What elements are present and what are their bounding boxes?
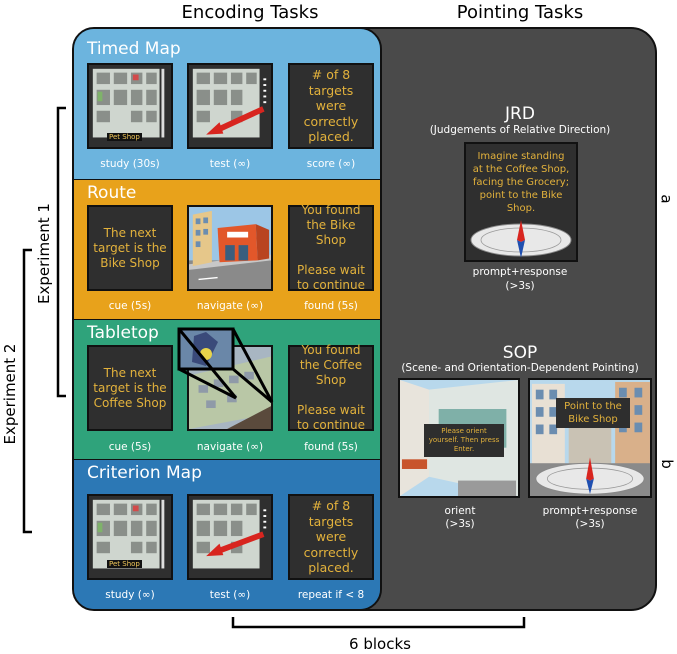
score-message: # of 8 targets were correctly placed. — [303, 66, 359, 145]
label-a: a — [657, 194, 676, 204]
score-message: # of 8 targets were correctly placed. — [303, 497, 359, 576]
criterion-map-test-tile — [187, 494, 273, 580]
label-b: b — [657, 459, 676, 469]
tabletop-found-caption: found (5s) — [304, 441, 358, 453]
criterion-map-study-caption: study (∞) — [105, 589, 155, 601]
jrd-caption-line2: (>3s) — [505, 280, 535, 292]
jrd-prompt: Imagine standing at the Coffee Shop, fac… — [472, 151, 570, 214]
map-target-label: Pet Shop — [107, 133, 142, 141]
tabletop-title: Tabletop — [87, 323, 159, 343]
timed-map-test-caption: test (∞) — [209, 158, 251, 170]
cue-message: The next target is the Bike Shop — [93, 225, 167, 270]
criterion-map-title: Criterion Map — [87, 463, 202, 483]
sop-point-caption-line1: prompt+response — [542, 505, 638, 517]
tabletop-zoom-inset — [177, 327, 274, 404]
sop-subtitle: (Scene- and Orientation-Dependent Pointi… — [401, 362, 639, 374]
experiment-brackets — [22, 106, 66, 534]
orient-message: Please orient yourself. Then press Enter… — [424, 424, 504, 458]
map-target-label: Pet Shop — [107, 560, 142, 568]
tabletop-cue-caption: cue (5s) — [108, 441, 152, 453]
point-message: Point to the Bike Shop — [556, 398, 630, 428]
route-found-caption: found (5s) — [304, 300, 358, 312]
tabletop-cue-tile: The next target is the Coffee Shop — [87, 345, 173, 431]
map-image — [92, 499, 165, 569]
jrd-title: JRD — [505, 104, 535, 124]
map-image — [192, 68, 267, 138]
experiment-2-label: Experiment 2 — [1, 343, 19, 445]
blocks-label: 6 blocks — [349, 635, 411, 653]
sop-point-tile: Point to the Bike Shop — [528, 378, 652, 498]
route-cue-caption: cue (5s) — [108, 300, 152, 312]
encoding-tasks-header: Encoding Tasks — [181, 2, 319, 23]
timed-map-test-tile — [187, 63, 273, 149]
route-found-tile: You found the Bike Shop Please wait to c… — [288, 203, 374, 292]
criterion-map-test-caption: test (∞) — [209, 589, 251, 601]
timed-map-score-caption: score (∞) — [306, 158, 356, 170]
tabletop-found-tile: You found the Coffee Shop Please wait to… — [288, 343, 374, 432]
jrd-caption-line1: prompt+response — [472, 266, 568, 278]
route-navigate-tile — [187, 205, 273, 291]
tabletop-navigate-caption: navigate (∞) — [196, 441, 264, 453]
route-navigate-caption: navigate (∞) — [196, 300, 264, 312]
pointing-panel — [350, 27, 657, 611]
sop-orient-caption-line1: orient — [444, 505, 476, 517]
timed-map-study-tile: Pet Shop — [87, 63, 173, 149]
timed-map-score-tile: # of 8 targets were correctly placed. — [288, 63, 374, 149]
sop-point-caption-line2: (>3s) — [575, 518, 605, 530]
map-image — [192, 499, 267, 569]
experiment-1-label: Experiment 1 — [35, 203, 53, 304]
jrd-subtitle: (Judgements of Relative Direction) — [429, 124, 611, 136]
found-message: You found the Bike Shop Please wait to c… — [296, 203, 366, 292]
sop-orient-caption-line2: (>3s) — [445, 518, 475, 530]
timed-map-title: Timed Map — [87, 39, 181, 59]
found-message: You found the Coffee Shop Please wait to… — [296, 343, 366, 432]
pointing-tasks-header: Pointing Tasks — [456, 2, 584, 23]
route-title: Route — [87, 183, 137, 203]
map-image — [92, 68, 165, 138]
route-cue-tile: The next target is the Bike Shop — [87, 205, 173, 291]
compass-icon — [470, 220, 572, 258]
criterion-map-repeat-caption: repeat if < 8 — [297, 589, 365, 601]
criterion-map-score-tile: # of 8 targets were correctly placed. — [288, 494, 374, 580]
blocks-bracket — [231, 617, 526, 629]
sop-title: SOP — [502, 343, 538, 363]
sop-orient-tile: Please orient yourself. Then press Enter… — [398, 378, 520, 498]
criterion-map-study-tile: Pet Shop — [87, 494, 173, 580]
timed-map-study-caption: study (30s) — [100, 158, 160, 170]
street-scene-image — [189, 207, 271, 289]
cue-message: The next target is the Coffee Shop — [93, 365, 167, 410]
jrd-tile: Imagine standing at the Coffee Shop, fac… — [464, 142, 578, 262]
